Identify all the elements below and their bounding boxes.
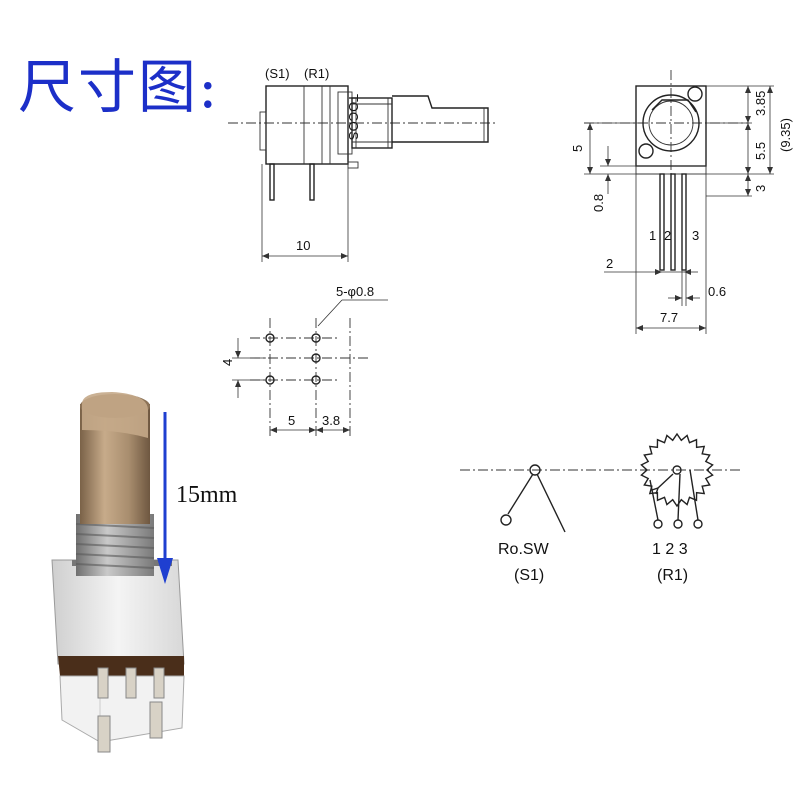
- dim-width: 10: [296, 238, 310, 253]
- pin-2: 2: [664, 228, 671, 243]
- dim-0-8: 0.8: [591, 194, 606, 212]
- pin-1: 1: [649, 228, 656, 243]
- dim-4: 4: [220, 359, 235, 366]
- shaft-length-label: 15mm: [176, 482, 238, 508]
- dim-3-85: 3.85: [753, 91, 768, 116]
- label-r1: (R1): [304, 66, 329, 81]
- switch-label: Ro.SW: [498, 541, 550, 558]
- dim-0-6: 0.6: [708, 284, 726, 299]
- front-view: 1 2 3 3.85 5.5 3 (9.35) 5 0.8 2 0.6: [570, 70, 793, 334]
- label-s1: (S1): [265, 66, 290, 81]
- pot-ref: (R1): [657, 567, 688, 584]
- dim-3-8: 3.8: [322, 413, 340, 428]
- dim-9-35: (9.35): [778, 118, 793, 152]
- dim-5-5: 5.5: [753, 142, 768, 160]
- schematic: Ro.SW (S1) 1 2 3 (R1): [460, 432, 740, 584]
- footprint: 5-φ0.8 4 5 3.8: [220, 284, 388, 436]
- side-view: (S1) (R1) TOCOS 10: [228, 66, 498, 262]
- pot-pins: 1 2 3: [652, 541, 688, 558]
- product-photo: 15mm: [51, 392, 238, 753]
- dim-7-7: 7.7: [660, 310, 678, 325]
- dim-3: 3: [753, 185, 768, 192]
- dim-5: 5: [570, 145, 585, 152]
- brand-text: TOCOS: [346, 94, 361, 140]
- potentiometer-gear: [640, 432, 714, 508]
- dim-5-footprint: 5: [288, 413, 295, 428]
- hole-spec: 5-φ0.8: [336, 284, 374, 299]
- switch-ref: (S1): [514, 567, 544, 584]
- wiper-line: [657, 473, 674, 489]
- switch-pivot: [529, 464, 541, 476]
- dim-2: 2: [606, 256, 613, 271]
- pin-3: 3: [692, 228, 699, 243]
- page-title: 尺寸图:: [18, 53, 220, 121]
